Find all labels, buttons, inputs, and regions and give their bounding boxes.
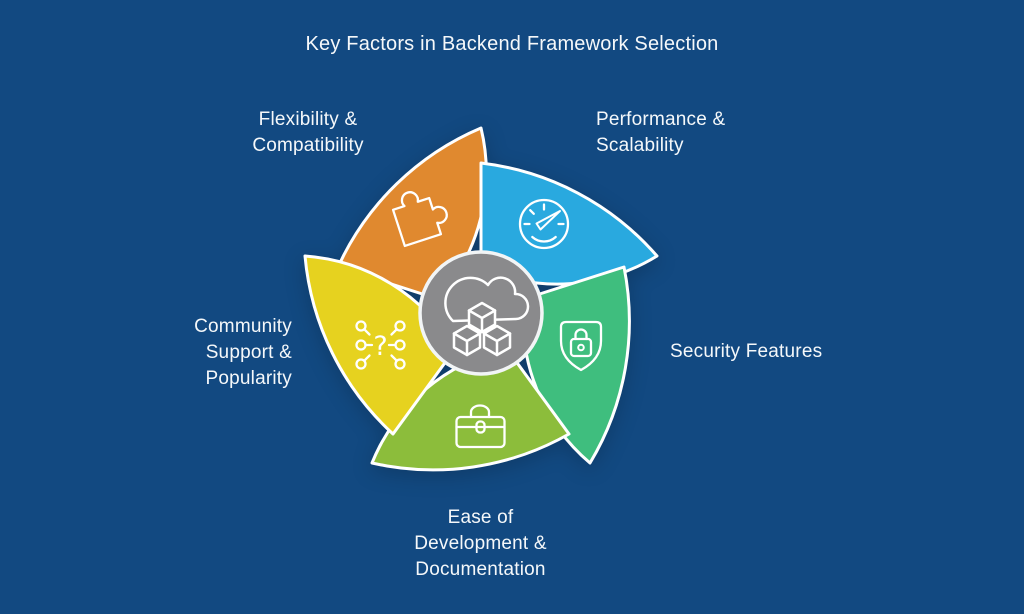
segment-label-community: Community Support & Popularity [92,314,292,392]
label-line: Security Features [670,341,823,362]
label-line: Ease of [447,507,514,528]
label-line: Scalability [596,135,684,156]
segment-label-flexibility: Flexibility & Compatibility [198,107,418,159]
question-mark-glyph: ? [373,331,387,362]
label-line: Compatibility [252,135,364,156]
segment-icons: ? [355,191,603,449]
segment-blade-flexibility [336,126,488,301]
shield-lock-icon [559,320,603,372]
network-question-icon: ? [355,320,406,370]
puzzle-icon [391,191,448,248]
label-line: Flexibility & [258,109,358,130]
segment-label-performance: Performance & Scalability [596,107,826,159]
cloud-cubes-icon [444,276,530,357]
briefcase-icon [455,404,506,449]
segment-label-ease: Ease of Development & Documentation [370,505,591,583]
label-line: Performance & [596,109,726,130]
center-hub [418,250,544,376]
label-line: Documentation [415,559,546,580]
cubes [452,301,512,357]
speedometer-icon [518,198,570,250]
label-line: Support & [205,342,292,363]
label-line: Development & [414,533,547,554]
label-line: Community [194,316,292,337]
cloud-outline [444,276,530,323]
page-title: Key Factors in Backend Framework Selecti… [305,33,719,55]
segment-label-security: Security Features [670,339,900,365]
pinwheel-wheel: ? [303,126,659,472]
label-line: Popularity [205,368,292,389]
